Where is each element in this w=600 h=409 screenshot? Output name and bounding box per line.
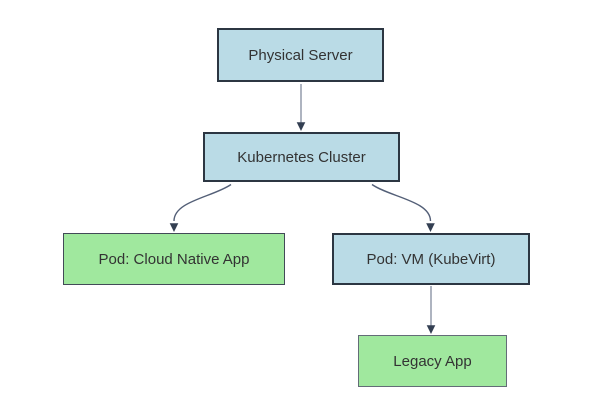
edge-kubernetes-cluster-to-pod-cloud-native-app [169, 183, 232, 232]
node-pod-cloud-native-app-label: Pod: Cloud Native App [98, 250, 250, 268]
node-kubernetes-cluster-label: Kubernetes Cluster [237, 148, 366, 166]
node-physical-server: Physical Server [217, 28, 384, 82]
edge-curve [173, 183, 232, 222]
arrowhead-down-icon [296, 122, 306, 131]
node-pod-cloud-native-app: Pod: Cloud Native App [63, 233, 285, 285]
arrowhead-down-icon [426, 223, 435, 232]
node-physical-server-label: Physical Server [248, 46, 353, 64]
node-pod-vm-kubevirt-label: Pod: VM (KubeVirt) [366, 250, 496, 268]
node-pod-vm-kubevirt: Pod: VM (KubeVirt) [332, 233, 530, 285]
edge-kubernetes-cluster-to-pod-vm-kubevirt [371, 183, 435, 232]
edge-curve [371, 183, 432, 222]
node-kubernetes-cluster: Kubernetes Cluster [203, 132, 400, 182]
node-legacy-app: Legacy App [358, 335, 507, 387]
arrowhead-down-icon [169, 223, 179, 232]
node-legacy-app-label: Legacy App [393, 352, 472, 370]
edge-pod-vm-kubevirt-to-legacy-app [426, 286, 436, 334]
arrowhead-down-icon [426, 325, 436, 334]
edge-physical-server-to-kubernetes-cluster [296, 84, 306, 131]
